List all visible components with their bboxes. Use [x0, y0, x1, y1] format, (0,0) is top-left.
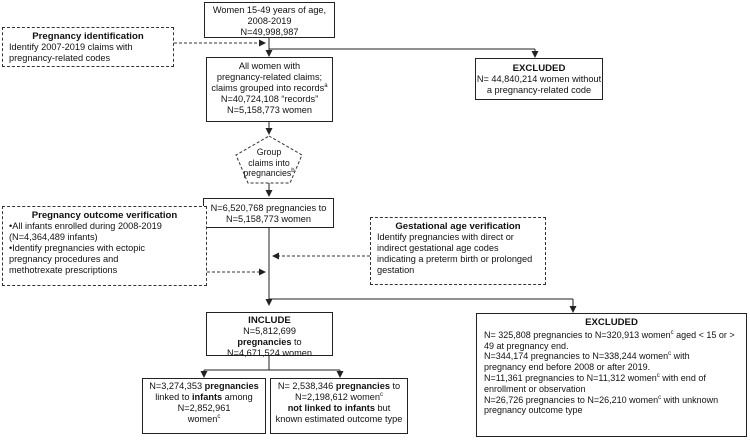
outcome-verification-box: Pregnancy outcome verification All infan… [2, 206, 207, 286]
gestational-verification-box: Gestational age verification Identify pr… [370, 217, 546, 285]
not-linked-box: N= 2,538,346 pregnancies to N=2,198,612 … [270, 378, 408, 434]
pregnancies-total-box: N=6,520,768 pregnancies to N=5,158,773 w… [203, 198, 334, 228]
pregnancy-identification-box: Pregnancy identification Identify 2007-2… [2, 27, 174, 67]
records-box: All women with pregnancy-related claims;… [206, 57, 333, 122]
excluded-top-box: EXCLUDED N= 44,840,214 women without a p… [475, 58, 603, 100]
excluded-bottom-box: EXCLUDED N= 325,808 pregnancies to N=320… [476, 313, 747, 437]
group-pentagon-shape [235, 135, 303, 184]
include-box: INCLUDE N=5,812,699 pregnancies to N=4,6… [206, 312, 333, 358]
group-pentagon-label: Group claims into pregnanciesb [243, 147, 295, 178]
women-box: Women 15-49 years of age, 2008-2019 N=49… [204, 2, 335, 38]
linked-box: N=3,274,353 pregnancies linked to infant… [142, 378, 266, 434]
